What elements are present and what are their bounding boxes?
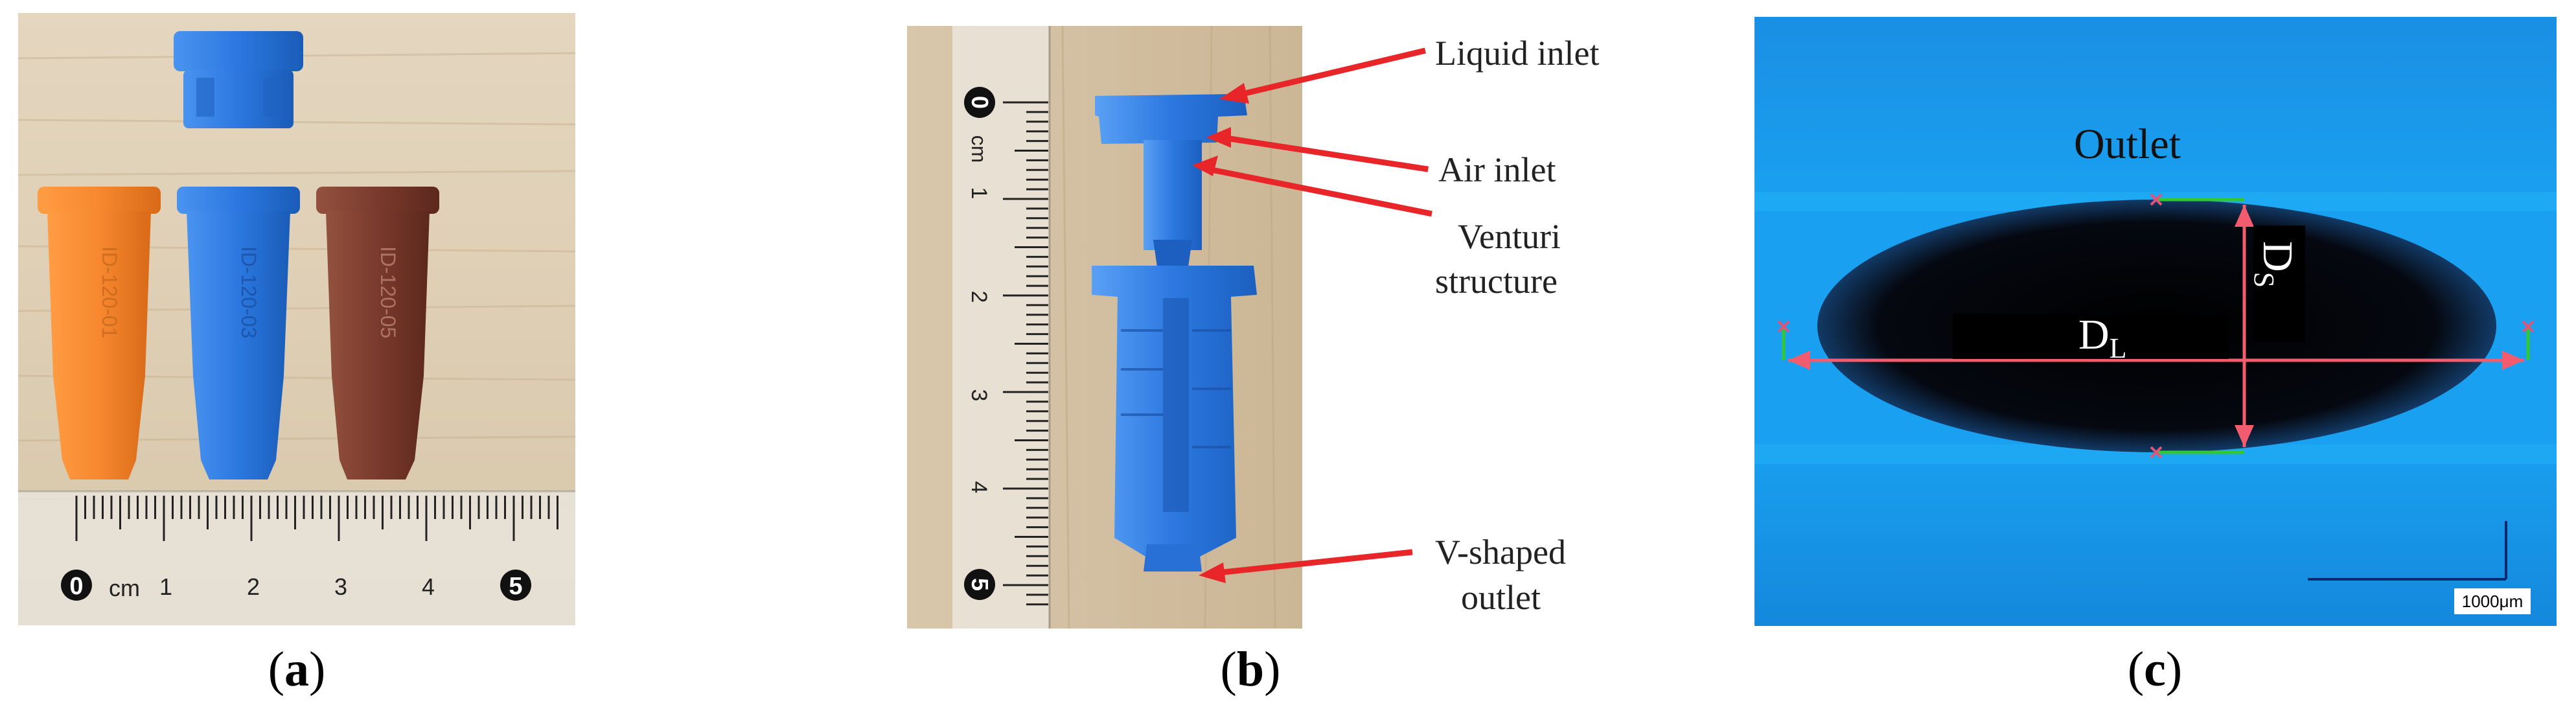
measurement-lines — [1782, 198, 2530, 454]
blue-nozzle-label: ID-120-03 — [237, 246, 260, 338]
ruler-b-zero-label: 0 — [967, 96, 993, 109]
panel-a-photo: ID-120-01 ID-120-03 ID-120-05 0 cm 1 2 3… — [18, 13, 575, 625]
annotation-arrows — [1192, 47, 1432, 583]
caption-c: (c) — [2127, 642, 2183, 697]
blue-nozzle: ID-120-03 — [177, 187, 300, 479]
ds-label: DS — [2248, 241, 2301, 288]
scale-bar-label: 1000μm — [2462, 592, 2523, 611]
label-venturi-line1: Venturi — [1458, 217, 1561, 256]
label-air-inlet: Air inlet — [1438, 150, 1556, 189]
ruler-vertical: 0 cm 1 2 3 4 5 — [952, 26, 1051, 629]
ruler-b-tick-3: 3 — [967, 389, 991, 402]
label-v-outlet-line1: V-shaped — [1435, 533, 1566, 572]
outlet-label: Outlet — [2074, 121, 2181, 168]
ruler-tick-2: 2 — [247, 573, 260, 600]
ruler-b-unit: cm — [967, 135, 991, 163]
dl-label: DL — [2078, 311, 2127, 364]
measurement-markers — [1777, 193, 2535, 459]
panel-c-micrograph: Outlet DL DS — [1754, 17, 2557, 626]
ruler-tick-3: 3 — [334, 573, 347, 600]
ruler-tick-4: 4 — [422, 573, 435, 600]
ruler-end-label: 5 — [509, 573, 522, 600]
ruler-b-tick-2: 2 — [967, 291, 991, 303]
ruler-b-end-label: 5 — [967, 578, 993, 591]
blue-cap — [174, 31, 303, 128]
caption-b: (b) — [1220, 642, 1281, 697]
brown-nozzle: ID-120-05 — [316, 187, 439, 479]
ruler-b-end-marker — [964, 569, 995, 600]
ruler-zero-marker — [61, 570, 92, 601]
label-v-outlet-line2: outlet — [1461, 578, 1541, 617]
orange-nozzle-label: ID-120-01 — [98, 246, 121, 338]
brown-nozzle-label: ID-120-05 — [376, 246, 400, 338]
panel-b-photo: 0 cm 1 2 3 4 5 — [907, 26, 1879, 629]
nozzle-cutaway — [1092, 94, 1257, 572]
ruler-horizontal: 0 cm 1 2 3 4 5 — [18, 490, 575, 625]
ruler-b-tick-4: 4 — [967, 481, 991, 494]
ruler-tick-1: 1 — [159, 573, 172, 600]
ruler-zero-label: 0 — [69, 573, 83, 600]
label-venturi-line2: structure — [1435, 262, 1558, 301]
ruler-b-tick-1: 1 — [967, 187, 991, 200]
ruler-end-marker — [500, 570, 531, 601]
orange-nozzle: ID-120-01 — [38, 187, 161, 479]
ruler-unit-label: cm — [109, 575, 140, 601]
ds-label-box — [2253, 225, 2305, 342]
ruler-b-zero-marker — [964, 87, 995, 118]
label-liquid-inlet: Liquid inlet — [1435, 34, 1599, 73]
caption-a: (a) — [268, 642, 326, 697]
scale-bar: 1000μm — [2308, 521, 2531, 614]
dl-label-box — [1953, 314, 2229, 359]
